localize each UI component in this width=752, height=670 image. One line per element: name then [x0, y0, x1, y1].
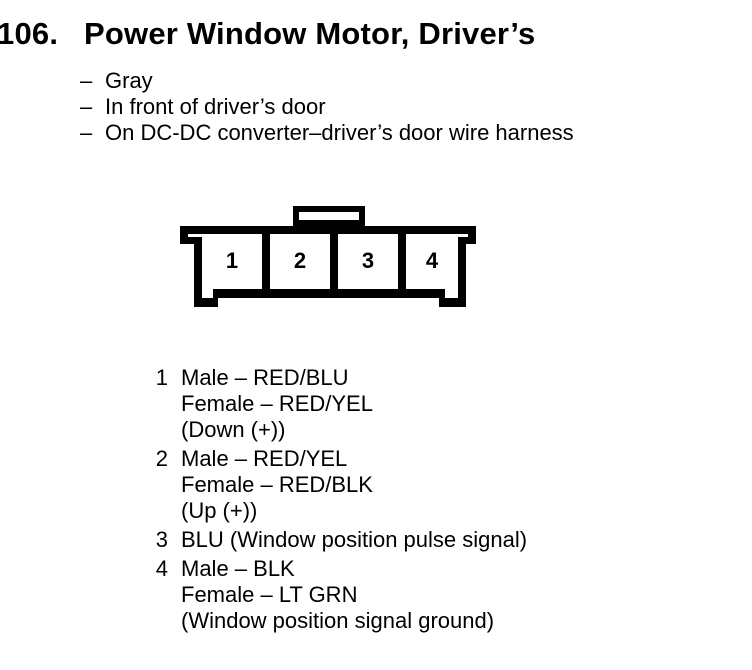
pin-item-4: 4 Male – BLK Female – LT GRN (Window pos…: [140, 556, 527, 634]
note-line: – In front of driver’s door: [80, 94, 574, 120]
pin-number-spacer: [140, 498, 168, 524]
pin-number-spacer: [140, 391, 168, 417]
note-text: On DC-DC converter–driver’s door wire ha…: [105, 120, 574, 145]
pin-function-label: (Up (+)): [181, 498, 258, 523]
pin-line: Female – RED/BLK: [140, 472, 527, 498]
pin-wire-label: Male – RED/BLU: [181, 365, 349, 390]
dash: –: [80, 120, 93, 145]
pin-line: (Window position signal ground): [140, 608, 527, 634]
page-title: 106. Power Window Motor, Driver’s: [0, 18, 535, 49]
connector-cavity-1: 1: [225, 248, 239, 273]
note-text: Gray: [105, 68, 153, 93]
note-line: – On DC-DC converter–driver’s door wire …: [80, 120, 574, 146]
pin-wire-label: Female – LT GRN: [181, 582, 358, 607]
pin-line: Female – RED/YEL: [140, 391, 527, 417]
pin-function-label: (Window position signal ground): [181, 608, 495, 633]
pin-wire-label: Male – BLK: [181, 556, 295, 581]
pin-number: 1: [155, 365, 168, 390]
pin-line: (Up (+)): [140, 498, 527, 524]
pin-item-2: 2 Male – RED/YEL Female – RED/BLK (Up (+…: [140, 446, 527, 524]
pin-item-3: 3 BLU (Window position pulse signal): [140, 527, 527, 553]
pin-wire-label: Male – RED/YEL: [181, 446, 348, 471]
pin-wire-label: BLU (Window position pulse signal): [181, 527, 528, 552]
pin-line: 1 Male – RED/BLU: [140, 365, 527, 391]
connector-cavity-2: 2: [293, 248, 307, 273]
pin-line: 4 Male – BLK: [140, 556, 527, 582]
dash: –: [80, 68, 93, 93]
item-number: 106.: [0, 16, 59, 51]
pin-number-spacer: [140, 472, 168, 498]
note-text: In front of driver’s door: [105, 94, 326, 119]
pin-line: Female – LT GRN: [140, 582, 527, 608]
pin-item-1: 1 Male – RED/BLU Female – RED/YEL (Down …: [140, 365, 527, 443]
cavity-divider: [330, 230, 338, 294]
dash: –: [80, 94, 93, 119]
pin-wire-label: Female – RED/YEL: [181, 391, 373, 416]
connector-cavity-4: 4: [425, 248, 439, 273]
cavity-divider: [262, 230, 270, 294]
pin-line: 2 Male – RED/YEL: [140, 446, 527, 472]
cavity-divider: [398, 230, 406, 294]
pin-list: 1 Male – RED/BLU Female – RED/YEL (Down …: [140, 365, 527, 637]
pin-line: 3 BLU (Window position pulse signal): [140, 527, 527, 553]
pin-number: 3: [155, 527, 168, 552]
pin-line: (Down (+)): [140, 417, 527, 443]
pin-number: 2: [155, 446, 168, 471]
title-text: Power Window Motor, Driver’s: [84, 16, 536, 51]
connector-cavity-3: 3: [361, 248, 375, 273]
notes-list: – Gray – In front of driver’s door – On …: [80, 68, 574, 146]
pin-number-spacer: [140, 582, 168, 608]
note-line: – Gray: [80, 68, 574, 94]
pin-number: 4: [155, 556, 168, 581]
pin-wire-label: Female – RED/BLK: [181, 472, 373, 497]
pin-function-label: (Down (+)): [181, 417, 286, 442]
connector-diagram: [180, 206, 476, 307]
pin-number-spacer: [140, 417, 168, 443]
pin-number-spacer: [140, 608, 168, 634]
